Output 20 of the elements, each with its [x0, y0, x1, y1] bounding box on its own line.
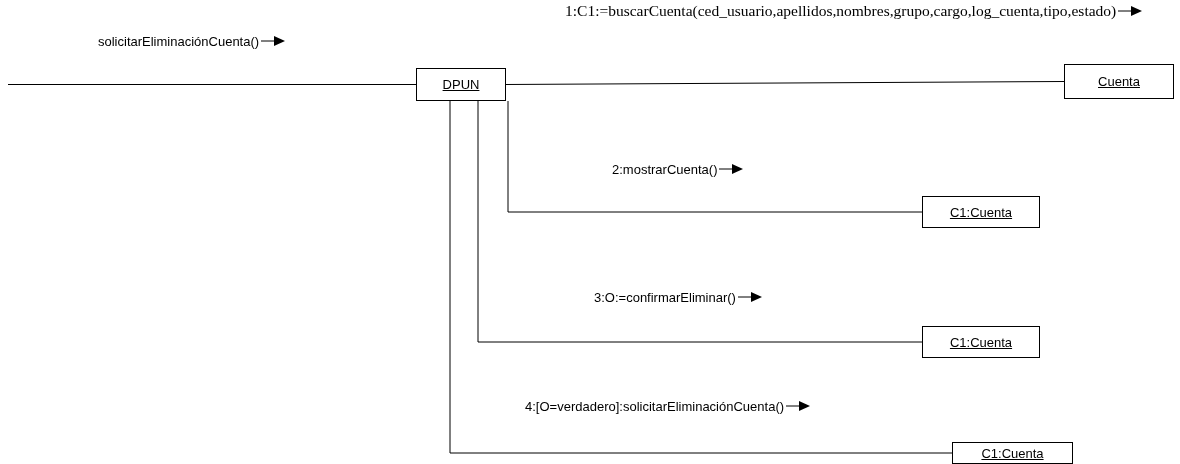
connector-line: [477, 100, 923, 343]
connector-line: [449, 100, 953, 454]
object-name: C1:Cuenta: [981, 445, 1044, 461]
connector-line: [507, 100, 923, 213]
object-box: [922, 326, 1040, 358]
connector-line: [505, 81, 1065, 85]
message-label: 3:O:=confirmarEliminar(): [594, 290, 736, 305]
object-box: [952, 442, 1073, 464]
object-name: Cuenta: [1098, 74, 1140, 89]
message-label: solicitarEliminaciónCuenta(): [98, 34, 260, 49]
object-box: [416, 68, 506, 101]
message-label: 4:[O=verdadero]:solicitarEliminaciónCuenta(): [525, 399, 785, 414]
message-label: 1:C1:=buscarCuenta(ced_usuario,apellidos,nombres,grupo,cargo,log_cuenta,tipo,estado): [565, 2, 1117, 19]
object-name: C1:Cuenta: [949, 334, 1013, 350]
object-name: C1:Cuenta: [949, 204, 1013, 220]
message-label: 2:mostrarCuenta(): [612, 162, 718, 177]
connector-line: [7, 84, 417, 85]
object-box: [922, 196, 1040, 228]
object-box: [1064, 64, 1174, 99]
object-name: DPUN: [442, 77, 480, 92]
